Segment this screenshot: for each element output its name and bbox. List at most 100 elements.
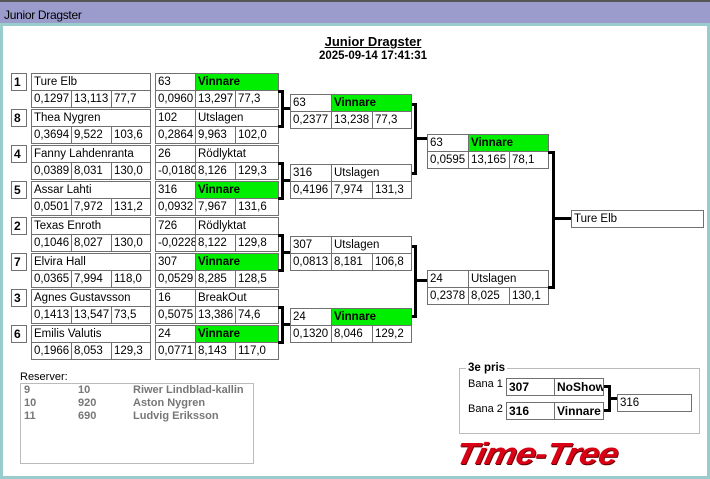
connector (281, 323, 290, 326)
window-title: Junior Dragster (4, 8, 82, 22)
connector (414, 137, 427, 140)
driver-name: Thea Nygren (31, 109, 151, 127)
reserve-name: Riwer Lindblad-kallin (133, 384, 244, 396)
reserve-no: 10 (78, 384, 91, 396)
elapsed-time: 7,967 (195, 198, 236, 216)
page-title: Junior Dragster (324, 34, 422, 49)
lane-2-label: Bana 2 (468, 403, 503, 415)
connector (278, 269, 283, 272)
lane-number: 63 (427, 134, 469, 152)
driver-name: Fanny Lahdenranta (31, 145, 151, 163)
speed: 131,6 (235, 198, 279, 216)
elapsed-time: 13,165 (468, 151, 510, 169)
reaction-time: 0,0389 (31, 162, 72, 180)
elapsed-time: 8,027 (71, 234, 112, 252)
status: Utslagen (331, 236, 412, 254)
driver-name: Assar Lahti (31, 181, 151, 199)
reaction-time: 0,4196 (290, 181, 332, 199)
status: Utslagen (331, 164, 412, 182)
reaction-time: 0,0813 (290, 253, 332, 271)
lane-1-status: NoShow (554, 378, 604, 396)
lane-number: 26 (155, 145, 196, 163)
elapsed-time: 8,285 (195, 270, 236, 288)
third-place-result: 316 (617, 394, 692, 412)
connector (548, 286, 554, 289)
reaction-time: 0,0501 (31, 198, 72, 216)
speed: 118,0 (111, 270, 151, 288)
speed: 73,5 (111, 306, 151, 324)
connector (278, 197, 283, 200)
reaction-time: 0,0771 (155, 342, 196, 360)
status: Vinnare (468, 134, 549, 152)
connector (281, 251, 290, 254)
elapsed-time: 7,972 (71, 198, 112, 216)
seed-number: 8 (11, 109, 27, 127)
reaction-time: -0,0180 (155, 162, 196, 180)
seed-number: 3 (11, 289, 27, 307)
lane-number: 316 (290, 164, 332, 182)
reserve-name: Ludvig Eriksson (133, 410, 219, 422)
speed: 77,3 (372, 111, 412, 129)
reaction-time: 0,1046 (31, 234, 72, 252)
seed-number: 1 (11, 73, 27, 91)
reserve-no: 920 (78, 397, 97, 409)
elapsed-time: 8,126 (195, 162, 236, 180)
connector (552, 217, 571, 220)
speed: 128,5 (235, 270, 279, 288)
reaction-time: 0,1297 (31, 90, 72, 108)
reaction-time: 0,1966 (31, 342, 72, 360)
elapsed-time: 8,143 (195, 342, 236, 360)
lane-2-status: Vinnare (554, 402, 604, 420)
speed: 102,0 (235, 126, 279, 144)
speed: 129,3 (235, 162, 279, 180)
reaction-time: 0,1413 (31, 306, 72, 324)
lane-number: 726 (155, 217, 196, 235)
elapsed-time: 9,522 (71, 126, 112, 144)
elapsed-time: 13,386 (195, 306, 236, 324)
speed: 131,3 (372, 181, 412, 199)
speed: 130,0 (111, 162, 151, 180)
status: Utslagen (468, 270, 549, 288)
speed: 129,8 (235, 234, 279, 252)
seed-number: 5 (11, 181, 27, 199)
final-winner: Ture Elb (571, 210, 704, 228)
elapsed-time: 8,122 (195, 234, 236, 252)
seed-number: 6 (11, 325, 27, 343)
driver-name: Agnes Gustavsson (31, 289, 151, 307)
status: Vinnare (331, 94, 412, 112)
elapsed-time: 13,297 (195, 90, 236, 108)
connector (552, 151, 555, 289)
driver-name: Emilis Valutis (31, 325, 151, 343)
time-tree-logo: Time-Tree (452, 436, 622, 471)
elapsed-time: 7,994 (71, 270, 112, 288)
speed: 130,0 (111, 234, 151, 252)
reaction-time: 0,1320 (290, 325, 332, 343)
connector (278, 162, 283, 165)
seed-number: 7 (11, 253, 27, 271)
lane-1-number: 307 (506, 378, 555, 396)
seed-number: 4 (11, 145, 27, 163)
title-bar: Junior Dragster (0, 0, 710, 23)
lane-number: 307 (290, 236, 332, 254)
connector (278, 341, 283, 344)
speed: 129,2 (372, 325, 412, 343)
lane-1-label: Bana 1 (468, 378, 503, 390)
third-place-label: 3e pris (466, 362, 508, 374)
reaction-time: 0,0365 (31, 270, 72, 288)
elapsed-time: 9,963 (195, 126, 236, 144)
connector (281, 107, 290, 110)
seed-number: 2 (11, 217, 27, 235)
speed: 129,3 (111, 342, 151, 360)
status: Vinnare (195, 181, 279, 199)
speed: 130,1 (509, 287, 549, 305)
connector (278, 90, 283, 93)
third-place-group (459, 368, 700, 434)
connector (278, 234, 283, 237)
reserves-list[interactable]: 9 10 Riwer Lindblad-kallin 10 920 Aston … (20, 383, 254, 464)
speed: 103,6 (111, 126, 151, 144)
driver-name: Texas Enroth (31, 217, 151, 235)
lane-number: 102 (155, 109, 196, 127)
connector (281, 179, 290, 182)
speed: 74,6 (235, 306, 279, 324)
status: BreakOut (195, 289, 279, 307)
